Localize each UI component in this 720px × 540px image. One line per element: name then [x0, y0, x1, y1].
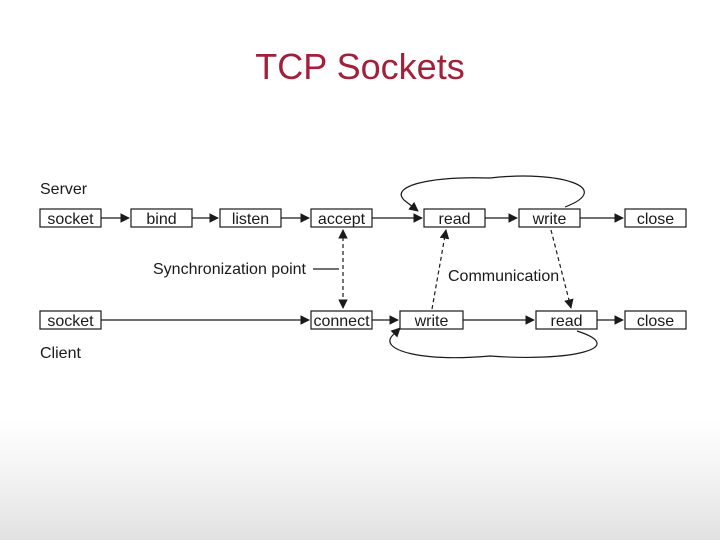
communication-arrow-client-write-to-server-read	[431, 229, 450, 310]
server-write-label: write	[532, 211, 567, 228]
server-loop-arrow	[400, 175, 585, 212]
client-read-label: read	[550, 313, 582, 330]
sync-label: Synchronization point	[153, 261, 307, 278]
client-loop-arrow	[389, 327, 598, 359]
client-row-label: Client	[40, 345, 81, 362]
client-socket-label: socket	[47, 313, 94, 330]
server-listen-node: listen	[219, 208, 282, 228]
server-accept-node: accept	[310, 208, 373, 228]
server-write-node: write	[518, 208, 581, 228]
server-read-node: read	[423, 208, 486, 228]
server-listen-label: listen	[232, 211, 269, 228]
client-socket-node: socket	[39, 310, 102, 330]
server-accept-label: accept	[318, 211, 366, 228]
client-close-node: close	[624, 310, 687, 330]
server-close-node: close	[624, 208, 687, 228]
server-row-label: Server	[40, 181, 88, 198]
server-close-label: close	[637, 211, 674, 228]
client-close-label: close	[637, 313, 674, 330]
client-connect-node: connect	[310, 310, 373, 330]
server-socket-label: socket	[47, 211, 94, 228]
server-socket-node: socket	[39, 208, 102, 228]
server-bind-label: bind	[146, 211, 176, 228]
server-bind-node: bind	[130, 208, 193, 228]
client-write-label: write	[414, 313, 449, 330]
slide-title: TCP Sockets	[255, 46, 465, 87]
server-read-label: read	[438, 211, 470, 228]
client-write-node: write	[399, 310, 464, 330]
client-read-node: read	[535, 310, 598, 330]
client-connect-label: connect	[313, 313, 370, 330]
communication-label: Communication	[448, 268, 559, 285]
